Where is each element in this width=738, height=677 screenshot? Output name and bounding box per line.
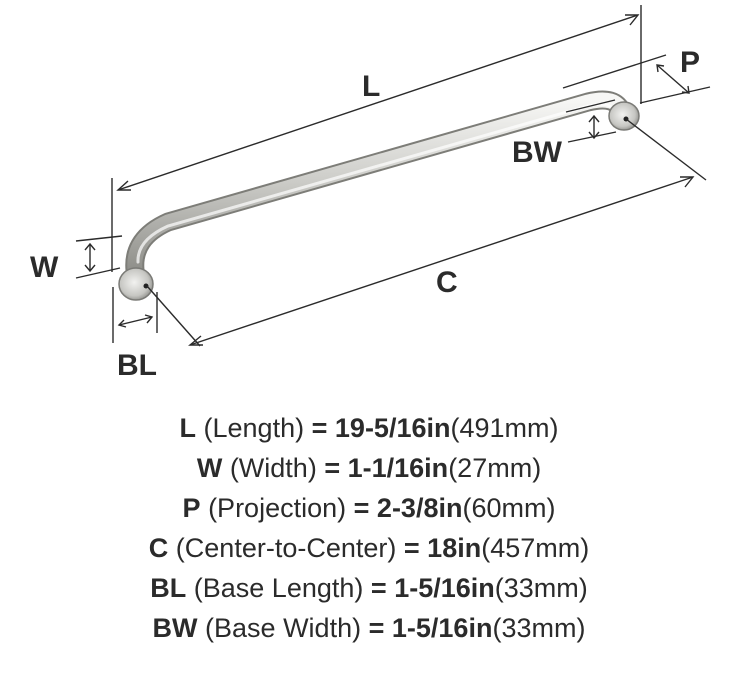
projection-dimension-line [562,54,711,104]
spec-name: (Width) [229,453,317,483]
spec-equals: = [368,613,385,643]
base-length-dimension-line [112,287,158,343]
spec-width: W (Width) = 1-1/16in(27mm) [0,448,738,488]
left-base [118,267,154,301]
spec-name: (Projection) [208,493,347,523]
spec-imperial-value: 2-3/8in [376,493,463,523]
spec-metric-value: (491mm) [450,413,559,443]
spec-code: W [196,453,223,483]
label-center-to-center: C [436,266,458,299]
label-length: L [362,70,380,103]
spec-imperial-value: 19-5/16in [334,413,451,443]
spec-imperial-value: 18in [427,533,482,563]
spec-code: BL [150,573,187,603]
base-width-dimension-line [565,99,617,143]
spec-equals: = [324,453,341,483]
spec-imperial-value: 1-5/16in [394,573,495,603]
spec-name: (Center-to-Center) [175,533,397,563]
spec-metric-value: (33mm) [492,613,586,643]
spec-center-to-center: C (Center-to-Center) = 18in(457mm) [0,528,738,568]
specifications-list: L (Length) = 19-5/16in(491mm) W (Width) … [0,408,738,648]
dimension-diagram: L C W BL BW P [30,5,711,382]
spec-length: L (Length) = 19-5/16in(491mm) [0,408,738,448]
spec-base-length: BL (Base Length) = 1-5/16in(33mm) [0,568,738,608]
handle-bar [125,90,632,280]
spec-imperial-value: 1-5/16in [391,613,493,643]
center-to-center-dimension-line [146,118,707,347]
spec-equals: = [311,413,328,443]
spec-code: C [148,533,169,563]
spec-metric-value: (33mm) [494,573,588,603]
spec-projection: P (Projection) = 2-3/8in(60mm) [0,488,738,528]
label-base-length: BL [117,349,157,382]
spec-base-width: BW (Base Width) = 1-5/16in(33mm) [0,608,738,648]
width-dimension-line [75,235,123,279]
length-dimension-line [111,5,642,272]
spec-code: L [179,413,197,443]
spec-name: (Base Width) [205,613,362,643]
spec-code: BW [152,613,198,643]
spec-name: (Length) [203,413,305,443]
spec-metric-value: (457mm) [481,533,590,563]
spec-metric-value: (60mm) [462,493,556,523]
spec-code: P [182,493,201,523]
spec-equals: = [370,573,387,603]
label-base-width: BW [512,136,563,169]
label-projection: P [680,46,700,79]
spec-equals: = [403,533,420,563]
label-width: W [30,251,59,284]
spec-equals: = [353,493,370,523]
spec-name: (Base Length) [193,573,364,603]
spec-imperial-value: 1-1/16in [347,453,449,483]
spec-metric-value: (27mm) [448,453,542,483]
